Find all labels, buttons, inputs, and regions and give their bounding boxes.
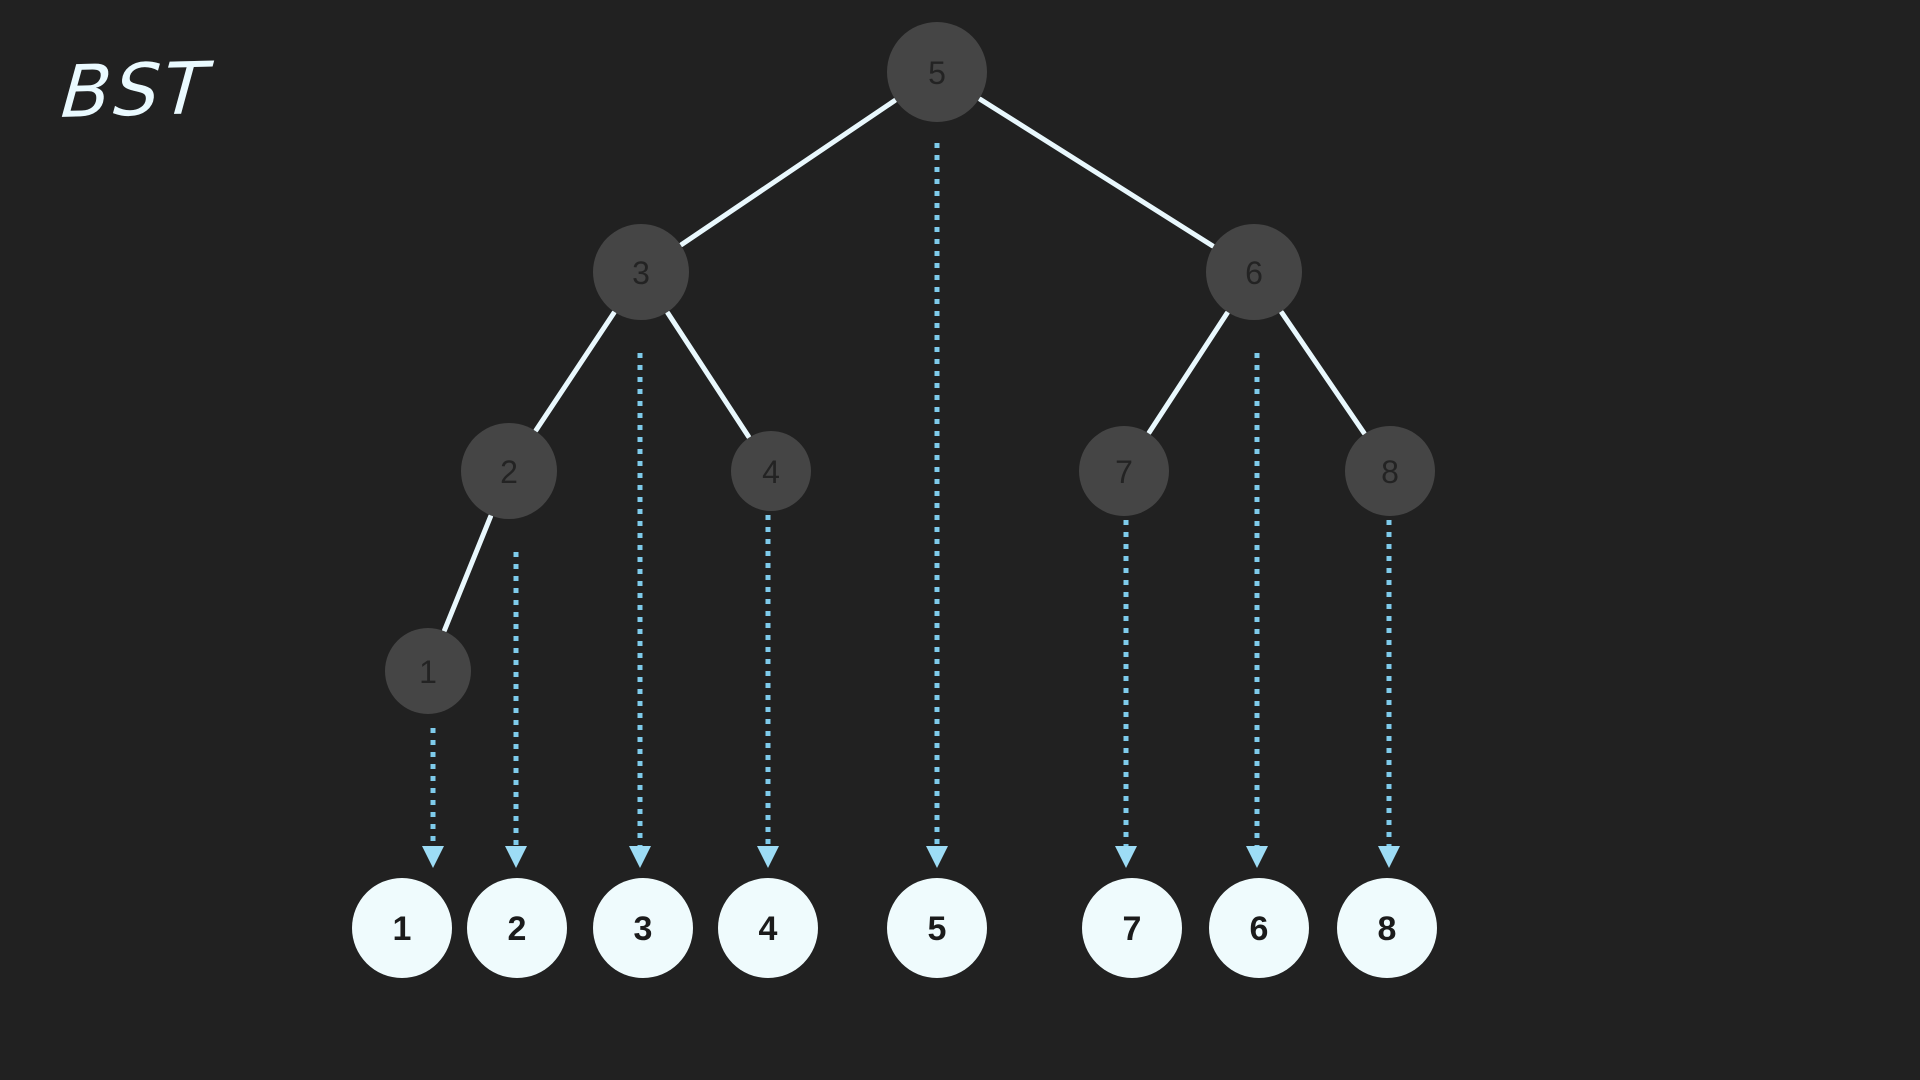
- output-node-circle: [1082, 878, 1182, 978]
- tree-node-circle: [887, 22, 987, 122]
- tree-node-7[interactable]: 7: [1079, 426, 1169, 516]
- tree-node-circle: [385, 628, 471, 714]
- tree-edge: [533, 310, 617, 433]
- flow-arrowhead-3: [629, 846, 651, 868]
- output-node-circle: [593, 878, 693, 978]
- tree-edge: [977, 96, 1216, 249]
- output-node-label: 6: [1250, 910, 1269, 948]
- output-node-7[interactable]: 8: [1337, 878, 1437, 978]
- tree-node-label: 8: [1381, 454, 1399, 490]
- tree-node-label: 7: [1115, 454, 1133, 490]
- tree-node-1[interactable]: 1: [385, 628, 471, 714]
- tree-edge: [442, 513, 494, 633]
- output-node-label: 1: [393, 910, 412, 948]
- output-node-1[interactable]: 2: [467, 878, 567, 978]
- output-node-0[interactable]: 1: [352, 878, 452, 978]
- output-node-circle: [352, 878, 452, 978]
- tree-node-label: 2: [500, 454, 518, 490]
- output-node-2[interactable]: 3: [593, 878, 693, 978]
- tree-node-2[interactable]: 2: [461, 423, 557, 519]
- output-node-circle: [467, 878, 567, 978]
- tree-node-3[interactable]: 3: [593, 224, 689, 320]
- output-node-label: 8: [1378, 910, 1397, 948]
- tree-node-label: 5: [928, 55, 946, 91]
- output-node-label: 3: [634, 910, 653, 948]
- flow-arrows-layer: [422, 143, 1400, 868]
- tree-node-circle: [1079, 426, 1169, 516]
- tree-node-circle: [593, 224, 689, 320]
- flow-arrowhead-5: [926, 846, 948, 868]
- output-node-circle: [887, 878, 987, 978]
- flow-arrowhead-6: [1246, 846, 1268, 868]
- output-node-5[interactable]: 7: [1082, 878, 1182, 978]
- output-node-label: 4: [759, 910, 778, 948]
- tree-edge: [665, 310, 752, 440]
- tree-node-6[interactable]: 6: [1206, 224, 1302, 320]
- flow-arrowhead-4: [757, 846, 779, 868]
- flow-arrowhead-2: [505, 846, 527, 868]
- tree-nodes-layer: 5 3 6 2 4 7 8 1: [385, 22, 1435, 714]
- tree-node-circle: [1345, 426, 1435, 516]
- tree-node-circle: [461, 423, 557, 519]
- output-node-label: 5: [928, 910, 947, 948]
- tree-node-8[interactable]: 8: [1345, 426, 1435, 516]
- output-node-label: 2: [508, 910, 527, 948]
- tree-node-5[interactable]: 5: [887, 22, 987, 122]
- tree-node-label: 4: [762, 454, 780, 490]
- output-node-circle: [1209, 878, 1309, 978]
- tree-node-label: 1: [419, 654, 437, 690]
- output-node-3[interactable]: 4: [718, 878, 818, 978]
- tree-node-label: 6: [1245, 255, 1263, 291]
- tree-node-circle: [731, 431, 811, 511]
- tree-node-label: 3: [632, 255, 650, 291]
- flow-arrowhead-8: [1378, 846, 1400, 868]
- flow-arrowhead-1: [422, 846, 444, 868]
- tree-edge: [1146, 310, 1230, 435]
- output-nodes-layer: 1 2 3 4 5 7 6 8: [352, 878, 1437, 978]
- tree-edge: [679, 98, 898, 248]
- output-node-6[interactable]: 6: [1209, 878, 1309, 978]
- tree-edge: [1279, 309, 1367, 436]
- output-node-circle: [1337, 878, 1437, 978]
- flow-arrowhead-7: [1115, 846, 1137, 868]
- output-node-label: 7: [1123, 910, 1142, 948]
- output-node-4[interactable]: 5: [887, 878, 987, 978]
- output-node-circle: [718, 878, 818, 978]
- tree-edges-layer: [442, 96, 1367, 633]
- tree-node-circle: [1206, 224, 1302, 320]
- tree-node-4[interactable]: 4: [731, 431, 811, 511]
